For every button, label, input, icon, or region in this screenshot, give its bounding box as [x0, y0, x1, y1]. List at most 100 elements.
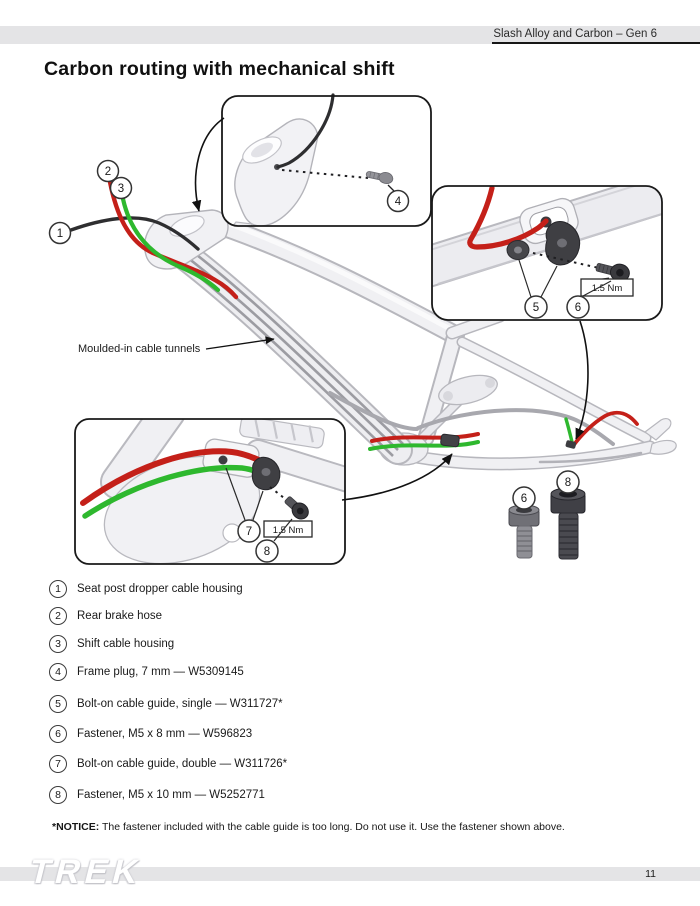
dropout-claw — [643, 417, 672, 441]
ridged-plate — [239, 419, 325, 449]
svg-text:1: 1 — [57, 228, 63, 240]
page-title: Carbon routing with mechanical shift — [44, 58, 395, 80]
legend-callout-3: 3 — [49, 635, 67, 653]
svg-text:2: 2 — [105, 166, 111, 178]
legend-text-6: Fastener, M5 x 8 mm — W596823 — [77, 728, 253, 740]
legend-text-7: Bolt-on cable guide, double — W311726* — [77, 758, 288, 770]
inset3-scene — [100, 419, 345, 564]
shift-cable-bb — [368, 440, 480, 451]
bb-cable-guide — [440, 433, 460, 448]
callout-8-leader — [273, 518, 293, 542]
legend-text-3: Shift cable housing — [77, 638, 175, 650]
callout-4: 4 — [386, 189, 410, 213]
rocker-pivot — [485, 378, 495, 388]
svg-text:3: 3 — [118, 183, 124, 195]
seatpost-dropper-housing-cable — [69, 216, 200, 251]
footer-band — [0, 867, 700, 881]
bolt-m5x10 — [550, 487, 586, 560]
arrow-inset1-to-headtube — [191, 117, 225, 212]
brake-hose-detail — [467, 185, 549, 250]
legend-text-4: Frame plug, 7 mm — W5309145 — [77, 666, 244, 678]
dotted-install-line — [281, 169, 369, 179]
callout-6: 6 — [566, 295, 590, 319]
inset-box-border — [431, 185, 663, 321]
legend-callout-6: 6 — [49, 725, 67, 743]
inset-box-border — [74, 418, 346, 565]
callout-5-leaders — [518, 259, 558, 298]
legend-callout-4: 4 — [49, 663, 67, 681]
svg-text:5: 5 — [533, 302, 539, 314]
dropper-housing-loop — [416, 408, 615, 446]
rocker-pivot — [443, 391, 453, 401]
page-number: 11 — [645, 868, 656, 880]
frame-plug — [365, 171, 394, 185]
callout-7: 7 — [237, 519, 261, 543]
callout-8-bolt: 8 — [556, 470, 580, 494]
callout-8: 8 — [255, 539, 279, 563]
legend-item-3: 3 Shift cable housing — [49, 635, 174, 653]
head-tube-opening-inner — [251, 142, 273, 158]
legend-callout-8: 8 — [49, 786, 67, 804]
callout-5: 5 — [524, 295, 548, 319]
notice-text: The fastener included with the cable gui… — [99, 821, 565, 833]
legend-item-7: 7 Bolt-on cable guide, double — W311726* — [49, 755, 287, 773]
chainstay-fill — [401, 442, 655, 469]
svg-text:4: 4 — [395, 196, 402, 208]
header-band: Slash Alloy and Carbon – Gen 6 — [0, 26, 700, 44]
arrow-inset2-to-chainstay — [575, 320, 589, 440]
inset-box-border — [221, 95, 432, 227]
double-guide-hole — [261, 468, 271, 476]
notice-label: *NOTICE: — [52, 821, 100, 833]
legend-text-1: Seat post dropper cable housing — [77, 583, 243, 595]
trek-logo: TREK — [25, 853, 148, 891]
legend-callout-5: 5 — [49, 695, 67, 713]
shift-housing-detail — [276, 93, 335, 169]
legend-item-4: 4 Frame plug, 7 mm — W5309145 — [49, 663, 244, 681]
chainstay-cable-guide — [565, 440, 577, 449]
main-cables — [69, 179, 239, 300]
chainstay-arm-fill — [247, 441, 345, 491]
legend-item-8: 8 Fastener, M5 x 10 mm — W5252771 — [49, 786, 265, 804]
svg-text:8: 8 — [565, 477, 571, 489]
callout-6-bolt: 6 — [512, 486, 536, 510]
rocker-link — [438, 374, 498, 406]
legend-callout-2: 2 — [49, 607, 67, 625]
bolt-m5x8 — [508, 504, 540, 559]
seat-tube-fill — [419, 328, 462, 445]
inset-box-frame-plug — [221, 93, 432, 227]
brake-hose-bb — [370, 432, 480, 443]
seatstay-fill — [458, 338, 650, 442]
tunnels-label-arrow — [205, 336, 275, 350]
dropper-housing-loop — [328, 391, 419, 431]
top-tube-fill — [202, 214, 463, 343]
inset-box-single-guide: 1.5 Nm — [431, 185, 663, 321]
svg-text:8: 8 — [264, 546, 270, 558]
callout-2: 2 — [96, 159, 120, 183]
svg-text:6: 6 — [521, 493, 527, 505]
callout-7-leaders — [225, 467, 264, 521]
arrow-inset3-to-bb — [341, 453, 453, 501]
header-product-name: Slash Alloy and Carbon – Gen 6 — [493, 28, 657, 40]
dotted-install-line — [269, 486, 294, 506]
single-guide-hole — [557, 238, 567, 248]
inset1-scene — [222, 118, 319, 226]
legend-item-5: 5 Bolt-on cable guide, single — W311727* — [49, 695, 283, 713]
inset-box-double-guide: 1.5 Nm — [74, 418, 346, 565]
callout-6-leader — [582, 280, 612, 297]
guide-washer-hole — [514, 246, 522, 254]
dropout-claw — [649, 439, 677, 455]
legend-item-1: 1 Seat post dropper cable housing — [49, 580, 243, 598]
torque-label-box — [263, 520, 313, 538]
top-tube-highlight — [210, 215, 455, 333]
fastener-bolt-detail — [595, 263, 630, 282]
legend-text-2: Rear brake hose — [77, 610, 163, 622]
shift-cable — [120, 196, 221, 293]
callout-1: 1 — [48, 221, 72, 245]
notice: *NOTICE: The fastener included with the … — [52, 821, 565, 833]
legend-text-8: Fastener, M5 x 10 mm — W5252771 — [77, 789, 265, 801]
seat-tube-detail-fill — [102, 419, 184, 498]
fastener-bolt-detail — [284, 496, 309, 520]
legend-callout-7: 7 — [49, 755, 67, 773]
legend-item-2: 2 Rear brake hose — [49, 607, 162, 625]
